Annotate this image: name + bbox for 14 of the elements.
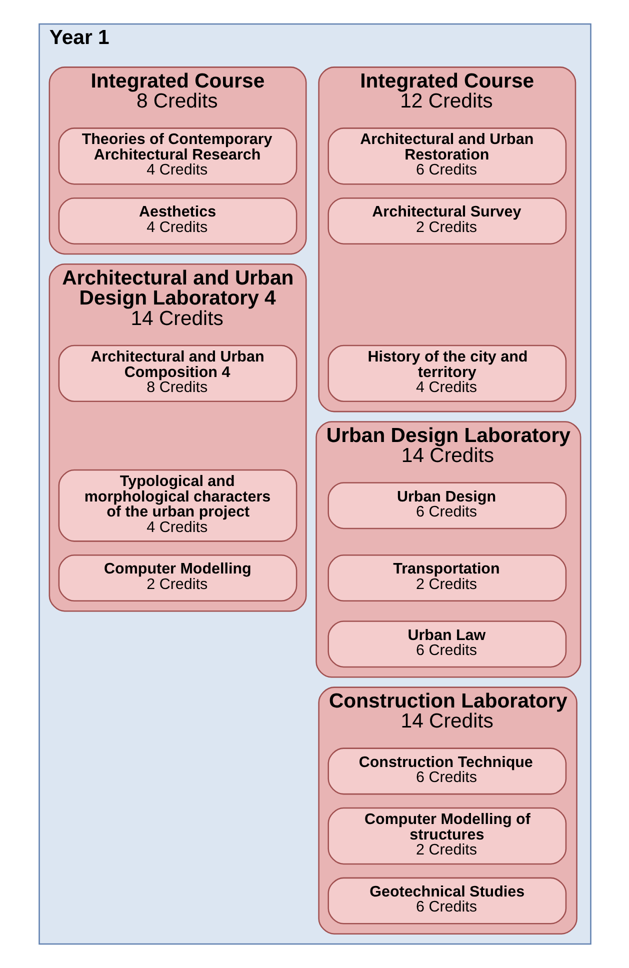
node-box: Urban Design 6 Credits xyxy=(327,482,566,530)
node-box: Theories of Contemporary Architectural Research 4 Credits xyxy=(58,128,297,185)
node-box: Architectural and Urban Restoration 6 Credits xyxy=(327,128,566,185)
node-box: Typological and morphological characters of the urban project 4 Credits xyxy=(58,469,297,542)
node-box: Architectural and Urban Composition 4 8 Credits xyxy=(58,344,297,402)
node-box: Urban Law 6 Credits xyxy=(327,620,566,668)
node-box: Computer Modelling of structures 2 Credits xyxy=(327,807,566,865)
node-box: Aesthetics 4 Credits xyxy=(58,197,297,244)
node-box: History of the city and territory 4 Credits xyxy=(327,344,566,402)
node-box: Computer Modelling 2 Credits xyxy=(58,554,297,602)
node-box: Transportation 2 Credits xyxy=(327,554,566,602)
node-box: Construction Technique 6 Credits xyxy=(327,748,566,795)
node-box: Architectural Survey 2 Credits xyxy=(327,197,566,244)
node-box: Geotechnical Studies 6 Credits xyxy=(327,877,566,924)
